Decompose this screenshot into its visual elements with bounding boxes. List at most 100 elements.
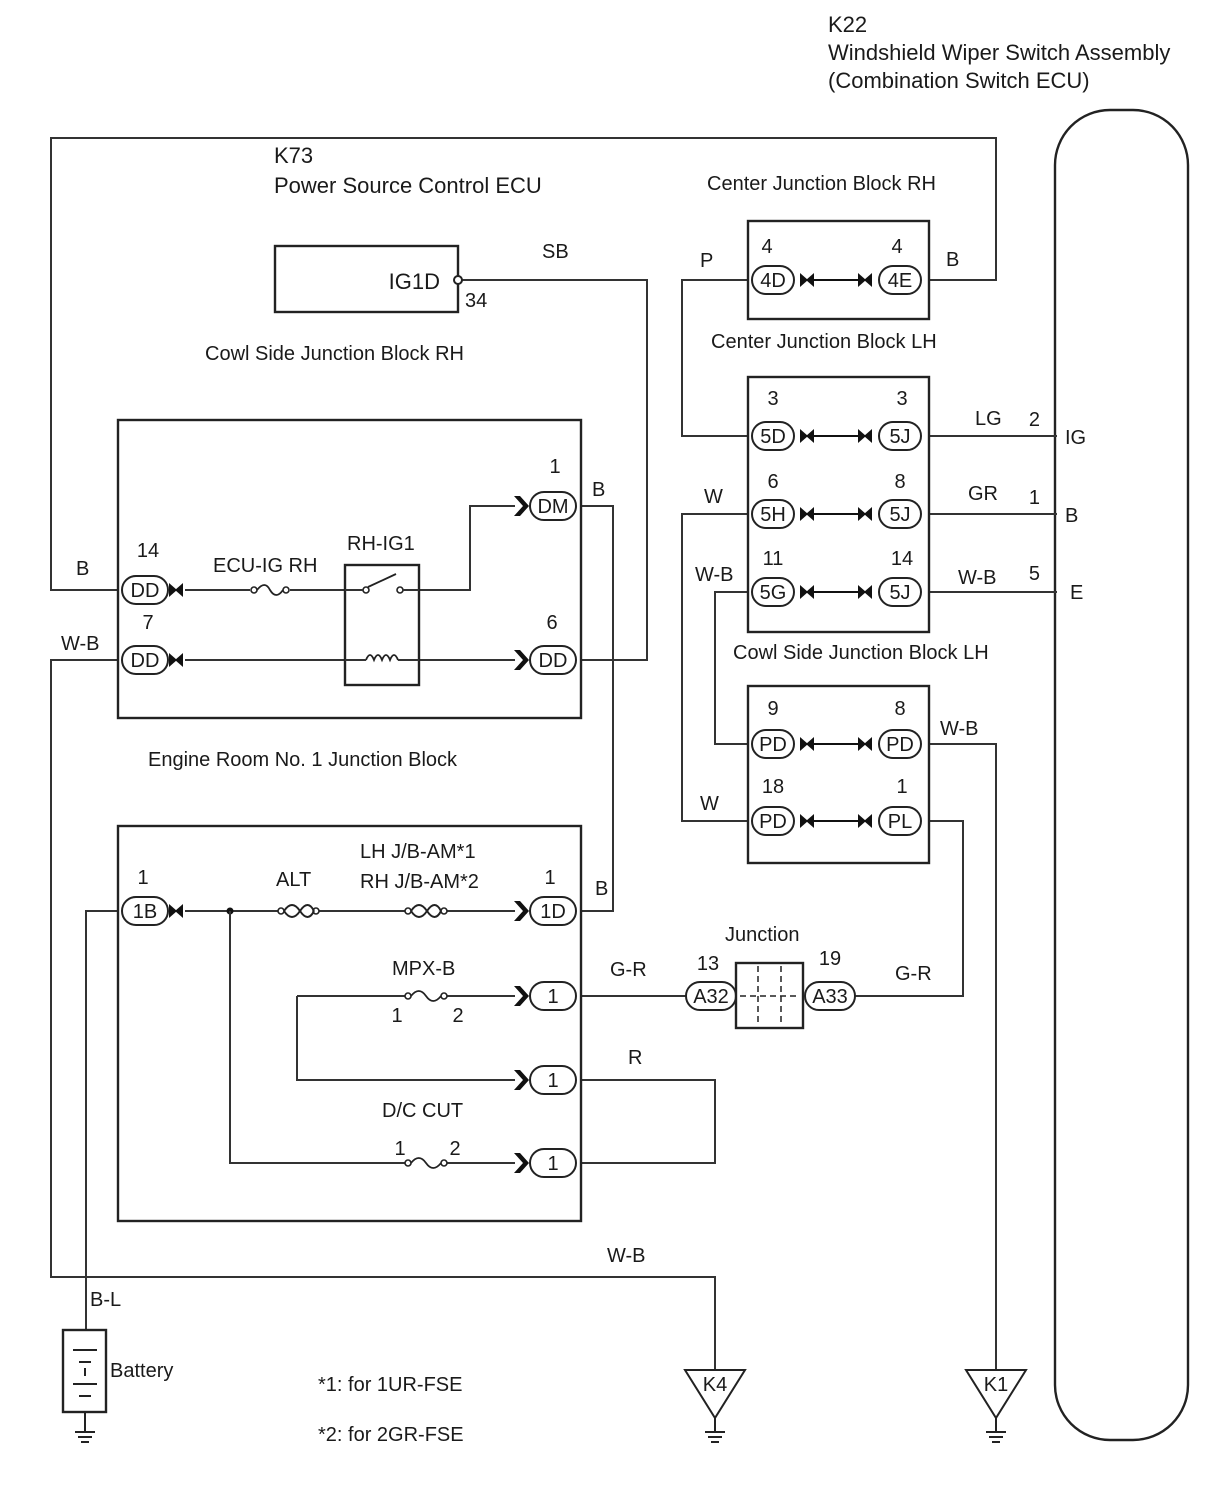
connector-5j-a-label: 5J [889, 426, 910, 448]
k22-switch-assembly-body [1053, 108, 1190, 1442]
wb-wire-label-5j: W-B [958, 567, 997, 589]
connector-5g [751, 577, 795, 607]
cowl-lh-pin-9: 9 [767, 698, 778, 720]
fuse-mpx-b-icon [404, 990, 448, 1002]
center-lh-pin-3-right: 3 [896, 388, 907, 410]
k73-terminal-dot [453, 275, 463, 285]
wires [50, 137, 1057, 1375]
connector-5j-a [878, 421, 922, 451]
connector-pl-label: PL [888, 811, 912, 833]
k22-terminal-b: B [1065, 505, 1078, 527]
connector-pd-8 [878, 729, 922, 759]
connector-a33 [804, 981, 856, 1011]
battery-label: Battery [110, 1360, 173, 1382]
connector-dd-14 [121, 575, 169, 605]
r-wire-label: R [628, 1047, 642, 1069]
connector-4d [751, 265, 795, 295]
lg-wire-label: LG [975, 408, 1002, 430]
1d-pin: 1 [544, 867, 555, 889]
center-junction-block-rh: Center Junction Block RH 4 4 4D 4E P B [700, 173, 959, 321]
connector-5d-label: 5D [760, 426, 786, 448]
connector-a33-label: A33 [812, 986, 848, 1008]
center-rh-title: Center Junction Block RH [707, 173, 936, 195]
ground-k1-label: K1 [984, 1374, 1008, 1396]
footnotes: *1: for 1UR-FSE *2: for 2GR-FSE [318, 1374, 464, 1446]
k22-pin-2: 2 [1029, 409, 1040, 431]
relay-rh-ig1-label: RH-IG1 [347, 533, 415, 555]
w-wire-label-pd18: W [700, 793, 719, 815]
k73-terminal-ig1d: IG1D [389, 269, 440, 294]
center-rh-pin-left: 4 [761, 236, 772, 258]
connector-dd-14-label: DD [131, 580, 160, 602]
connector-4e [878, 265, 922, 295]
fuse-alt-icon [277, 904, 320, 918]
dd-pin-6: 6 [546, 612, 557, 634]
ground-section: W-B B-L Battery K4 [61, 1245, 1028, 1443]
cowl-lh-pin-8: 8 [894, 698, 905, 720]
gr-wire-label: GR [968, 483, 998, 505]
center-junction-block-lh: Center Junction Block LH 3 3 5D 5J LG 6 … [695, 331, 1002, 634]
junction-pin-13: 13 [697, 953, 719, 975]
fuse-jb-am-icon [404, 904, 448, 918]
k22-code: K22 [828, 12, 867, 37]
fuse-rh-jb-am-label: RH J/B-AM*2 [360, 871, 479, 893]
ground-k4-icon [683, 1369, 747, 1443]
junction-pin-19: 19 [819, 948, 841, 970]
mpx-b-pin-1: 1 [391, 1005, 402, 1027]
k22-pin-1: 1 [1029, 487, 1040, 509]
center-lh-pin-8: 8 [894, 471, 905, 493]
footnote-1: *1: for 1UR-FSE [318, 1374, 462, 1396]
cowl-rh-title: Cowl Side Junction Block RH [205, 343, 464, 365]
engine-room-title: Engine Room No. 1 Junction Block [148, 749, 458, 771]
dd-pin-7: 7 [142, 612, 153, 634]
connector-dm-label: DM [537, 496, 568, 518]
connector-out-1b [529, 1065, 577, 1095]
junction-connector: Junction 13 19 A32 A33 G-R [685, 924, 932, 1030]
cowl-lh-pin-18: 18 [762, 776, 784, 798]
center-lh-pin-14: 14 [891, 548, 913, 570]
connector-5h-label: 5H [760, 504, 786, 526]
connector-out-1a-label: 1 [547, 986, 558, 1008]
k22-subtitle: (Combination Switch ECU) [828, 68, 1090, 93]
wb-wire-label-5g: W-B [695, 564, 734, 586]
connector-1b [121, 896, 169, 926]
mpx-b-pin-2: 2 [452, 1005, 463, 1027]
k73-pin-34: 34 [465, 290, 487, 312]
gr-wire-label-engine: G-R [610, 959, 647, 981]
relay-rh-ig1-box [343, 563, 421, 687]
gr-wire-label-junction: G-R [895, 963, 932, 985]
connector-5g-label: 5G [760, 582, 787, 604]
1b-pin: 1 [137, 867, 148, 889]
fuse-dc-cut-icon [404, 1157, 448, 1169]
cowl-side-junction-block-lh: Cowl Side Junction Block LH 9 8 PD PD W-… [700, 642, 989, 865]
dc-cut-pin-1: 1 [394, 1138, 405, 1160]
cowl-lh-title: Cowl Side Junction Block LH [733, 642, 989, 664]
connector-dd-7-label: DD [131, 650, 160, 672]
connector-out-1c [529, 1148, 577, 1178]
b-wire-label-1d: B [595, 878, 608, 900]
k73-name: Power Source Control ECU [274, 173, 542, 198]
w-wire-label-5h: W [704, 486, 723, 508]
center-lh-pin-11: 11 [763, 548, 784, 570]
connector-5j-c [878, 577, 922, 607]
relay-coil-icon [365, 654, 399, 663]
fuse-ecu-ig-rh-icon [250, 584, 290, 596]
connector-1b-label: 1B [133, 901, 157, 923]
k22-header: K22 Windshield Wiper Switch Assembly (Co… [828, 12, 1170, 93]
connector-5j-b-label: 5J [889, 504, 910, 526]
connector-4e-label: 4E [888, 270, 912, 292]
connector-a32-label: A32 [693, 986, 729, 1008]
connector-dd-6 [529, 645, 577, 675]
connector-5d [751, 421, 795, 451]
connector-5j-c-label: 5J [889, 582, 910, 604]
center-lh-title: Center Junction Block LH [711, 331, 937, 353]
footnote-2: *2: for 2GR-FSE [318, 1424, 464, 1446]
connector-pd-18-label: PD [759, 811, 787, 833]
k73-code: K73 [274, 143, 313, 168]
p-wire-label: P [700, 250, 713, 272]
junction-title: Junction [725, 924, 800, 946]
dm-pin-1: 1 [549, 456, 560, 478]
connector-5h [751, 499, 795, 529]
connector-pd-9 [751, 729, 795, 759]
